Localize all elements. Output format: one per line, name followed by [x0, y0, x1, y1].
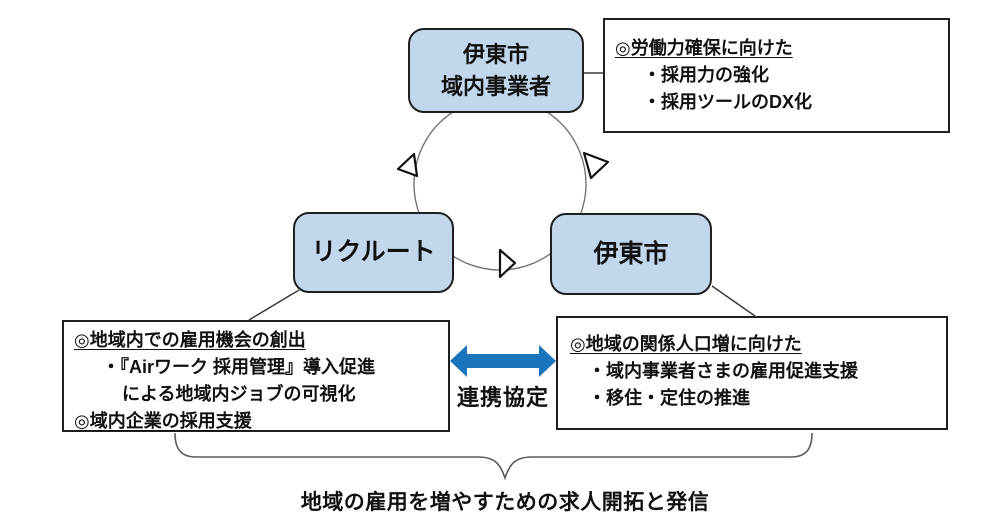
- infobox-item: ・採用ツールのDX化: [643, 92, 813, 112]
- infobox-recruit-role: ◎地域内での雇用機会の創出 ・『Airワーク 採用管理』導入促進 による地域内ジ…: [62, 320, 450, 432]
- node-ito-city-businesses: 伊東市 域内事業者: [408, 28, 584, 113]
- infobox-item: ・『Airワーク 採用管理』導入促進: [102, 357, 376, 377]
- partnership-double-arrow-icon: [450, 345, 556, 377]
- infobox-item: ・域内事業者さまの雇用促進支援: [588, 361, 858, 381]
- connector-left: [248, 289, 300, 321]
- connector-right: [711, 285, 756, 317]
- bottom-brace: [174, 432, 813, 481]
- cycle-arrowhead-left-icon: [396, 152, 419, 178]
- node-ito-city: 伊東市: [550, 213, 712, 295]
- infobox-item: ・移住・定住の推進: [588, 388, 750, 408]
- cycle-arrowhead-bottom-icon: [498, 248, 517, 279]
- node-recruit: リクルート: [293, 212, 454, 293]
- infobox-heading: ◎地域内での雇用機会の創出: [74, 330, 306, 350]
- node-label: リクルート: [311, 238, 436, 267]
- node-label-line: 伊東市: [462, 41, 529, 67]
- bottom-caption: 地域の雇用を増やすための求人開拓と発信: [300, 491, 710, 514]
- infobox-heading: ◎地域の関係人口増に向けた: [570, 334, 802, 354]
- infobox-ito-city-role: ◎地域の関係人口増に向けた ・域内事業者さまの雇用促進支援 ・移住・定住の推進: [556, 316, 948, 430]
- cycle-arrowhead-right-icon: [582, 151, 610, 180]
- infobox-heading: ◎域内企業の採用支援: [74, 411, 252, 431]
- node-label: 伊東市: [593, 239, 669, 268]
- infobox-item-continuation: による地域内ジョブの可視化: [122, 384, 356, 404]
- infobox-heading: ◎労働力確保に向けた: [615, 38, 793, 58]
- infobox-labor-force: ◎労働力確保に向けた ・採用力の強化 ・採用ツールのDX化: [603, 18, 950, 133]
- node-label-line: 域内事業者: [440, 73, 551, 99]
- partnership-label: 連携協定: [456, 385, 549, 410]
- infobox-item: ・採用力の強化: [643, 65, 769, 85]
